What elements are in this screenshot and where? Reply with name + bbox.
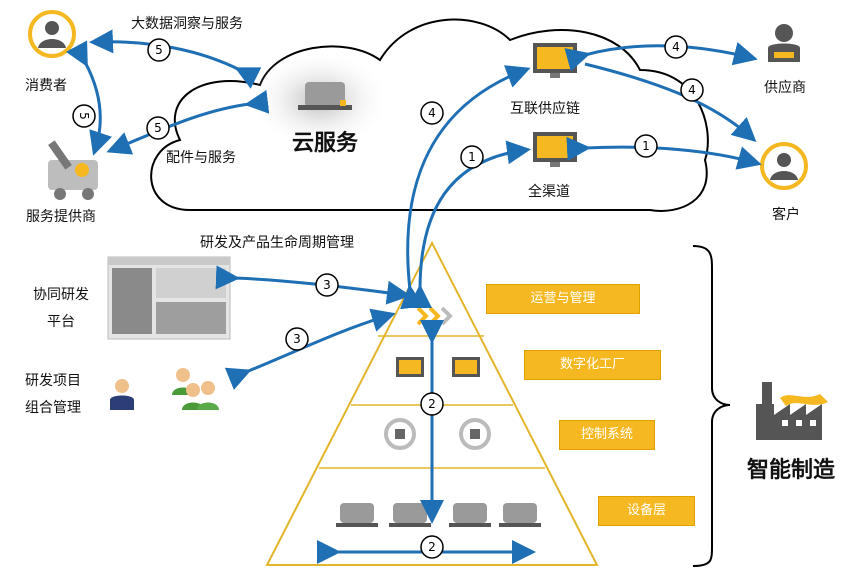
step-badge: 3	[285, 327, 309, 351]
svg-text:5: 5	[154, 121, 162, 135]
machine-icon	[449, 503, 491, 527]
svg-text:2: 2	[428, 397, 436, 411]
customer-avatar-icon	[760, 142, 808, 190]
manufacturing-title: 智能制造	[747, 458, 836, 483]
manufacturing-brace	[692, 245, 731, 567]
cloud-title: 云服务	[292, 131, 359, 156]
supplier-person-icon	[768, 24, 800, 62]
step-badge: 2	[420, 392, 444, 416]
step-badge: 5	[147, 38, 171, 62]
factory-monitor-icon	[396, 357, 424, 377]
layer-equipment: 设备层	[598, 496, 695, 526]
manager-person-icon	[110, 379, 134, 410]
team-people-icon	[172, 368, 219, 410]
machine-icon	[499, 503, 541, 527]
flow-arrows	[65, 29, 762, 564]
plm-label: 研发及产品生命周期管理	[200, 235, 354, 251]
control-cycle-icon	[459, 418, 491, 450]
supplier-label: 供应商	[764, 80, 806, 96]
control-cycle-icon	[384, 418, 416, 450]
step-badge: 1	[634, 134, 658, 158]
step-badge: 3	[315, 273, 339, 297]
rd-portfolio-label-line1: 研发项目	[25, 373, 81, 389]
step-badge: 4	[420, 101, 444, 125]
arrow-rd-pyramid	[224, 308, 396, 390]
customer-label: 客户	[772, 207, 800, 223]
factory-monitor-icon	[452, 357, 480, 377]
svg-text:3: 3	[323, 278, 331, 292]
layer-digital-factory: 数字化工厂	[524, 350, 661, 380]
arrow-omni-customer	[566, 136, 762, 170]
svg-text:4: 4	[688, 83, 696, 97]
svg-text:5: 5	[155, 43, 163, 57]
monitor-icon	[533, 43, 577, 78]
svg-text:5: 5	[77, 112, 91, 120]
supply-chain-label: 互联供应链	[510, 101, 580, 117]
parts-service-label: 配件与服务	[166, 150, 236, 166]
collab-platform-screenshot	[107, 256, 231, 340]
rd-portfolio-label-line2: 组合管理	[25, 400, 81, 416]
arrow-consumer-provider	[65, 40, 113, 156]
machine-icon	[336, 503, 378, 527]
step-badge: 4	[680, 78, 704, 102]
bigdata-service-label: 大数据洞察与服务	[131, 16, 243, 32]
step-badge: 2	[420, 535, 444, 559]
arrow-pyramid-omni	[407, 140, 531, 309]
svg-text:3: 3	[293, 332, 301, 346]
consumer-label: 消费者	[25, 78, 67, 94]
omnichannel-label: 全渠道	[528, 184, 570, 200]
machine-icon	[389, 503, 431, 527]
svg-text:1: 1	[468, 150, 476, 164]
svg-text:4: 4	[428, 106, 436, 120]
layer-control-system: 控制系统	[559, 420, 655, 450]
svg-text:1: 1	[642, 139, 650, 153]
consumer-avatar-icon	[28, 10, 76, 58]
service-truck-icon	[48, 140, 98, 200]
monitor-icon	[533, 132, 577, 167]
layer-operations: 运营与管理	[486, 284, 640, 314]
factory-icon	[756, 382, 828, 440]
step-badge: 5	[72, 104, 96, 128]
step-badge: 4	[664, 35, 688, 59]
step-badge: 1	[460, 145, 484, 169]
server-icon	[298, 82, 352, 110]
arrow-chain-customer	[584, 62, 757, 143]
svg-text:2: 2	[428, 540, 436, 554]
arrow-parts-provider	[106, 89, 270, 155]
svg-text:4: 4	[672, 40, 680, 54]
service-provider-label: 服务提供商	[26, 209, 96, 225]
step-badge: 5	[146, 116, 170, 140]
arrow-bigdata-consumer	[89, 29, 262, 89]
collab-platform-label-line2: 平台	[47, 314, 75, 330]
collab-platform-label-line1: 协同研发	[33, 287, 89, 303]
